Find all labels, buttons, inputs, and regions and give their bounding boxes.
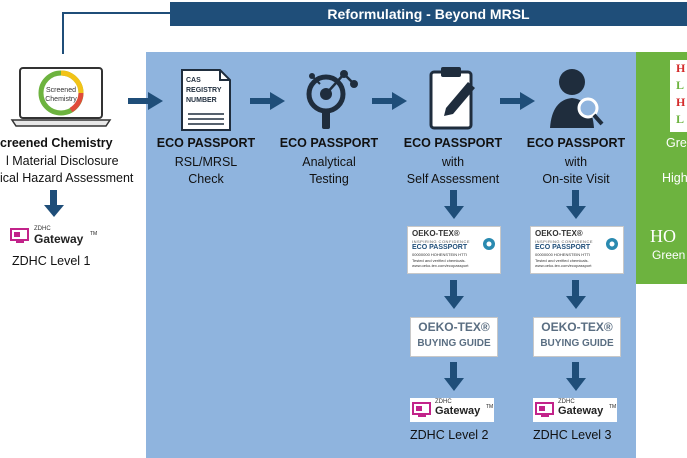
zdhc-level-1: ZDHC Level 1 xyxy=(12,254,91,268)
stage-4-title: ECO PASSPORT xyxy=(526,136,626,150)
logo-line-2: Chemistry xyxy=(45,96,77,103)
cert-reg: ® xyxy=(453,229,460,238)
eco-passport-label-3: OEKO-TEX® INSPIRING CONFIDENCE ECO PASSP… xyxy=(407,226,501,274)
molecule-magnifier-icon xyxy=(306,70,358,129)
screened-chemistry-title: creened Chemistry xyxy=(0,136,113,150)
arrow-right-0 xyxy=(128,92,163,110)
arrow-right-3 xyxy=(500,92,535,110)
zdhc-gateway-logo-4: ZDHC Gateway TM xyxy=(533,398,617,422)
screened-chemistry-logo-text: Screened Chemistry xyxy=(31,86,91,104)
zdhc-gateway-logo-left: ZDHC Gateway TM xyxy=(10,226,100,248)
hl-2: L xyxy=(676,78,685,92)
zdhc-level-3: ZDHC Level 3 xyxy=(533,428,612,442)
cas-line-3: NUMBER xyxy=(186,97,217,104)
gateway-name: Gateway xyxy=(435,405,481,417)
stage-1-title: ECO PASSPORT xyxy=(156,136,256,150)
arrow-down-3b xyxy=(444,280,464,309)
gateway-name: Gateway xyxy=(558,405,604,417)
stage-4-sub-1: with xyxy=(564,155,588,169)
stage-2-sub-2: Testing xyxy=(309,172,349,186)
stage-1-sub-1: RSL/MRSL xyxy=(174,155,238,169)
hl-1: H xyxy=(676,61,686,75)
arrow-down-4c xyxy=(566,362,586,391)
cas-document-text: CAS REGISTRY NUMBER xyxy=(186,76,222,106)
stage-2-sub-1: Analytical xyxy=(302,155,356,169)
banner-title: Reformulating - Beyond MRSL xyxy=(170,2,687,26)
cert-reg: ® xyxy=(576,229,583,238)
cert-brand: OEKO-TEX® xyxy=(412,229,460,238)
gateway-tm: TM xyxy=(90,231,98,237)
cert-name: ECO PASSPORT xyxy=(535,244,591,251)
arrow-right-1 xyxy=(250,92,285,110)
green-text-3: Green xyxy=(652,248,686,262)
cert-note-2: www.oeko-tex.com/ecopassport xyxy=(412,263,469,268)
hl-3: H xyxy=(676,95,686,109)
arrow-down-4b xyxy=(566,280,586,309)
laptop-icon xyxy=(10,67,112,127)
zdhc-level-2: ZDHC Level 2 xyxy=(410,428,489,442)
cert-name: ECO PASSPORT xyxy=(412,244,468,251)
green-big-text: HO xyxy=(650,226,676,246)
gateway-tm: TM xyxy=(609,404,617,410)
buying-guide-label-3: OEKO-TEX® BUYING GUIDE xyxy=(410,317,498,357)
buying-guide-reg: ® xyxy=(480,320,490,334)
stage-3-title: ECO PASSPORT xyxy=(403,136,503,150)
clipboard-pen-icon xyxy=(429,67,475,130)
stage-4-sub-2: On-site Visit xyxy=(542,172,610,186)
green-text-2: High xyxy=(662,171,687,185)
stage-3-sub-1: with xyxy=(441,155,465,169)
arrow-down-3a xyxy=(444,190,464,219)
cert-tagline: INSPIRING CONFIDENCE xyxy=(535,239,594,244)
buying-guide-name: BUYING GUIDE xyxy=(540,338,614,349)
material-disclosure-text: l Material Disclosure xyxy=(6,154,119,168)
cert-id: 00000000 HOHENSTEIN HTTI xyxy=(535,252,591,257)
monitor-icon xyxy=(10,228,29,243)
cert-note-1: Tested and verified chemicals. xyxy=(412,258,466,263)
inspector-person-icon xyxy=(550,69,604,128)
hazard-assessment-text: ical Hazard Assessment xyxy=(0,171,134,185)
buying-guide-reg: ® xyxy=(603,320,613,334)
stage-2-title: ECO PASSPORT xyxy=(279,136,379,150)
cert-brand: OEKO-TEX® xyxy=(535,229,583,238)
zdhc-gateway-logo-3: ZDHC Gateway TM xyxy=(410,398,494,422)
hlhl-card: H L H L xyxy=(670,60,687,132)
hl-4: L xyxy=(676,112,685,126)
cas-document-icon xyxy=(181,69,231,131)
cert-note-2: www.oeko-tex.com/ecopassport xyxy=(535,263,592,268)
gateway-brand: ZDHC xyxy=(435,399,452,405)
monitor-icon xyxy=(535,402,554,417)
cas-line-2: REGISTRY xyxy=(186,87,222,94)
gateway-brand: ZDHC xyxy=(34,226,51,232)
buying-guide-name: BUYING GUIDE xyxy=(417,338,491,349)
cert-id: 00000000 HOHENSTEIN HTTI xyxy=(412,252,468,257)
buying-guide-brand: OEKO-TEX® xyxy=(541,320,613,334)
green-text-1: Gre xyxy=(666,136,687,150)
cas-line-1: CAS xyxy=(186,77,201,84)
arrow-right-2 xyxy=(372,92,407,110)
eco-passport-label-4: OEKO-TEX® INSPIRING CONFIDENCE ECO PASSP… xyxy=(530,226,624,274)
buying-guide-label-4: OEKO-TEX® BUYING GUIDE xyxy=(533,317,621,357)
monitor-icon xyxy=(412,402,431,417)
arrow-down-4a xyxy=(566,190,586,219)
cert-badge-icon xyxy=(483,238,495,250)
buying-guide-brand: OEKO-TEX® xyxy=(418,320,490,334)
cert-note-1: Tested and verified chemicals. xyxy=(535,258,589,263)
gateway-brand: ZDHC xyxy=(558,399,575,405)
banner-connector-left xyxy=(62,12,172,54)
stage-1-sub-2: Check xyxy=(188,172,224,186)
arrow-down-left xyxy=(44,190,64,217)
arrow-down-3c xyxy=(444,362,464,391)
gateway-tm: TM xyxy=(486,404,494,410)
cert-badge-icon xyxy=(606,238,618,250)
logo-line-1: Screened xyxy=(46,87,76,94)
gateway-name: Gateway xyxy=(34,232,84,246)
cert-tagline: INSPIRING CONFIDENCE xyxy=(412,239,471,244)
stage-3-sub-2: Self Assessment xyxy=(406,172,500,186)
